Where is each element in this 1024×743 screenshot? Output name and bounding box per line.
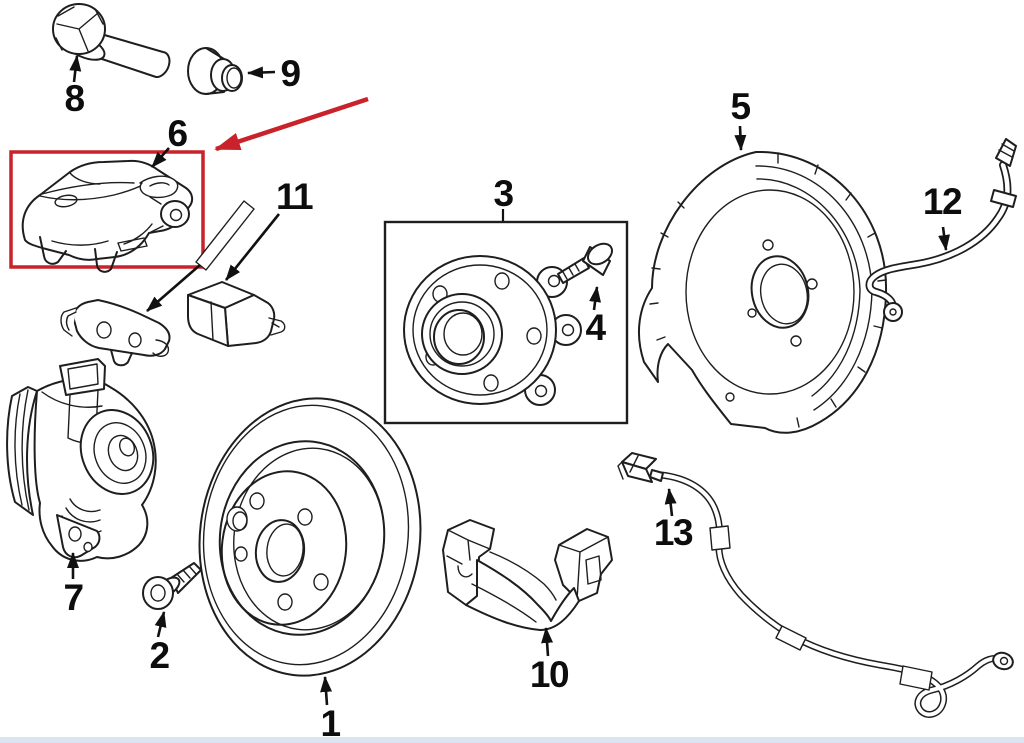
callout-13: 13 (654, 512, 693, 553)
part-brake-pad-inner (60, 299, 171, 367)
part-hub-bearing-assembly (383, 209, 629, 425)
part-brake-rotor (198, 397, 422, 677)
arrow-9 (247, 66, 276, 79)
rotor-lug-hole (277, 593, 293, 611)
callout-12: 12 (923, 181, 962, 222)
highlight-red-arrow (214, 96, 369, 152)
callout-10: 10 (530, 654, 569, 695)
bracket-bridge (465, 559, 580, 631)
rotor-lug-hole (313, 573, 329, 591)
rotor-center-bore (254, 519, 306, 583)
part-backing-plate (637, 150, 888, 434)
shield-hatch-ticks (649, 152, 887, 428)
callout-7: 7 (63, 577, 82, 618)
part-caliper-bracket (442, 519, 613, 631)
caliper-slot (54, 194, 78, 208)
arrow-2 (154, 611, 167, 638)
callout-2: 2 (149, 635, 169, 676)
part-guide-pin-bolt (52, 3, 171, 79)
arrow-5 (734, 125, 747, 151)
part-hub-bolt (557, 242, 614, 284)
callout-8: 8 (64, 78, 84, 119)
leader-to-inner-pad (146, 264, 201, 312)
hose-collar (990, 189, 1017, 208)
callout-11: 11 (276, 176, 313, 217)
screw-head (142, 576, 174, 610)
highlight-rectangle (9, 150, 205, 269)
harness-clip (709, 525, 731, 551)
arrow-8 (69, 55, 82, 83)
caliper-guide-lug (160, 200, 190, 228)
arrow-1 (320, 676, 333, 706)
bolt-shaft (92, 33, 171, 79)
callout-3: 3 (493, 173, 513, 214)
callout-arrows (67, 55, 951, 706)
part-brake-hose (865, 138, 1017, 322)
page-bottom-strip (0, 737, 1024, 743)
arrow-6 (151, 147, 170, 168)
rotor-outer-edge (198, 397, 422, 677)
hose-end-fitting (995, 138, 1017, 167)
arrow-12 (938, 226, 951, 251)
part-guide-pin-bushing (187, 47, 243, 95)
part-parking-brake-caliper (6, 358, 157, 562)
arrow-4 (589, 286, 602, 311)
callout-11-tag (146, 200, 281, 312)
rotor-lug-hole (249, 492, 265, 510)
callout-1: 1 (320, 703, 340, 743)
arrow-10 (541, 627, 554, 657)
part-rotor-screw (142, 562, 202, 610)
sensor-eyelet (992, 651, 1014, 671)
hose-caliper-fitting (883, 302, 903, 322)
rotor-hat-face (220, 470, 348, 626)
callout-6: 6 (167, 113, 187, 154)
hub-box (383, 220, 629, 425)
part-brake-pad-outer (187, 281, 286, 347)
callout-labels: 1 2 3 4 5 6 7 8 9 10 11 12 13 (63, 53, 963, 743)
rotor-lug-hole (234, 546, 248, 562)
leader-to-outer-pad (224, 213, 281, 281)
callout-4: 4 (585, 307, 606, 348)
callout-5: 5 (730, 86, 750, 127)
arrow-13 (664, 488, 677, 517)
callout-9: 9 (280, 53, 300, 94)
part-brake-caliper (21, 159, 194, 273)
harness-clip (899, 665, 933, 691)
harness-clip (775, 625, 807, 651)
pad-set-tag (195, 200, 255, 271)
rotor-lug-hole (297, 508, 313, 526)
part-speed-sensor (617, 452, 1014, 718)
